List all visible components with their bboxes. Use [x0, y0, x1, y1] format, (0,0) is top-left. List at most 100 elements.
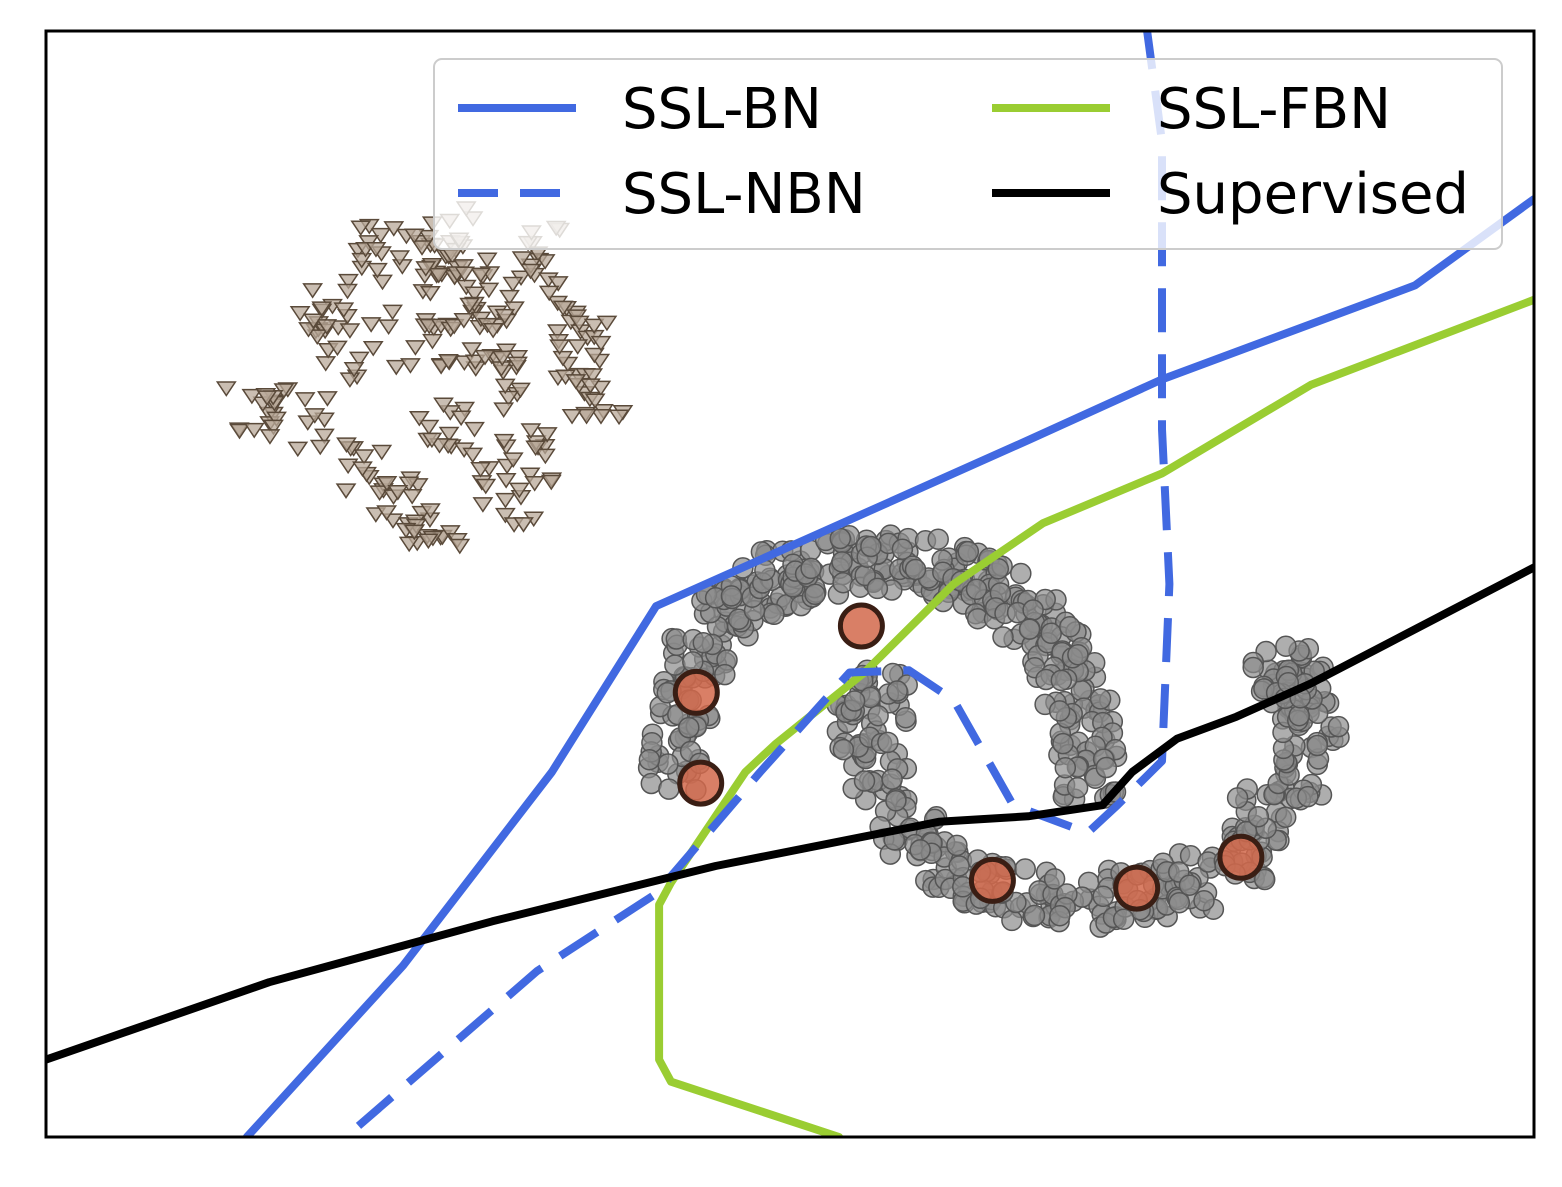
circle-marker: [1247, 805, 1270, 828]
triangle-marker: [552, 300, 574, 317]
legend-label-ssl-bn: SSL-BN: [622, 77, 822, 142]
triangle-marker: [493, 433, 515, 450]
circle-marker: [1226, 787, 1249, 809]
circle-marker: [894, 706, 917, 729]
circle-marker: [1014, 858, 1036, 880]
legend-label-ssl-nbn: SSL-NBN: [622, 162, 866, 227]
triangle-marker: [454, 266, 476, 283]
triangle-marker: [376, 505, 398, 521]
triangle-marker: [241, 388, 263, 405]
triangle-marker: [584, 393, 606, 410]
triangle-marker: [470, 267, 492, 284]
unlabeled-circle-point: [1242, 635, 1320, 710]
triangle-point: [437, 308, 517, 377]
triangle-marker: [547, 276, 569, 292]
triangle-marker: [337, 283, 358, 300]
triangle-marker: [385, 359, 407, 376]
circle-marker: [763, 603, 785, 626]
triangle-marker: [580, 378, 601, 395]
triangle-marker: [513, 517, 534, 533]
circle-marker: [891, 538, 914, 560]
triangle-marker: [421, 432, 443, 449]
triangle-marker: [387, 485, 409, 501]
triangle-marker: [415, 261, 437, 277]
circle-marker: [657, 753, 679, 775]
triangle-marker: [476, 252, 498, 269]
circle-marker: [1288, 704, 1310, 727]
triangle-marker: [335, 483, 357, 499]
triangle-marker: [428, 267, 450, 284]
triangle-marker: [502, 452, 524, 469]
triangle-marker: [510, 382, 531, 399]
triangle-marker: [360, 317, 382, 333]
labeled-point: [1217, 833, 1265, 881]
triangle-marker: [316, 319, 338, 335]
triangle-marker: [362, 340, 384, 357]
circle-marker: [658, 778, 680, 800]
triangle-marker: [215, 381, 237, 397]
triangle-marker: [508, 482, 530, 499]
circle-marker: [1095, 756, 1118, 779]
triangle-marker: [568, 315, 590, 332]
triangle-marker: [540, 474, 562, 491]
circle-marker: [1066, 776, 1089, 799]
triangle-marker: [311, 301, 333, 317]
triangle-marker: [519, 467, 541, 484]
circle-marker: [1001, 909, 1023, 932]
triangle-marker: [499, 289, 520, 306]
labeled-points-layer: [672, 602, 1265, 912]
triangle-marker: [419, 285, 441, 302]
circle-marker: [877, 731, 899, 754]
triangle-marker: [590, 335, 612, 352]
triangle-marker: [371, 444, 393, 461]
triangle-marker: [259, 429, 281, 445]
circle-marker: [1112, 908, 1135, 930]
triangle-point: [347, 218, 411, 291]
triangle-marker: [303, 313, 324, 330]
triangle-marker: [256, 390, 278, 406]
triangle-marker: [525, 440, 547, 457]
circle-marker: [1048, 700, 1071, 722]
circle-marker: [987, 558, 1010, 580]
circle-marker: [1178, 874, 1201, 896]
circle-marker: [1052, 732, 1074, 755]
circle-marker: [692, 631, 715, 654]
triangle-marker: [287, 441, 309, 458]
triangle-marker: [405, 340, 426, 356]
triangle-point: [547, 315, 618, 387]
triangle-marker: [338, 273, 359, 290]
triangle-marker: [317, 391, 338, 407]
triangle-marker: [494, 507, 516, 524]
circle-marker: [832, 738, 855, 761]
triangle-point: [470, 461, 546, 533]
triangle-marker: [417, 533, 439, 550]
triangle-marker: [263, 419, 284, 436]
triangle-marker: [339, 323, 361, 339]
circle-marker: [957, 540, 980, 563]
circle-marker: [1089, 688, 1112, 710]
circle-marker: [1043, 868, 1066, 890]
unlabeled-circle-point: [1152, 843, 1225, 920]
labeled-point: [1113, 864, 1161, 912]
triangle-marker: [536, 427, 558, 443]
triangle-marker: [520, 263, 541, 280]
triangle-marker: [565, 374, 587, 390]
triangle-marker: [534, 254, 556, 270]
triangle-marker: [376, 476, 398, 492]
triangle-point: [395, 489, 471, 555]
triangle-marker: [337, 458, 359, 475]
triangle-marker: [403, 524, 425, 541]
triangle-marker: [350, 220, 372, 237]
triangle-point: [408, 397, 485, 464]
triangle-marker: [582, 368, 604, 384]
series-line-ssl-fbn: [655, 295, 1534, 1137]
triangle-marker: [464, 286, 485, 303]
circle-marker: [638, 748, 661, 771]
triangle-marker: [353, 449, 375, 465]
circle-marker: [1018, 618, 1041, 640]
triangle-marker: [367, 262, 388, 279]
triangle-marker: [420, 503, 441, 519]
triangle-marker: [596, 315, 618, 332]
